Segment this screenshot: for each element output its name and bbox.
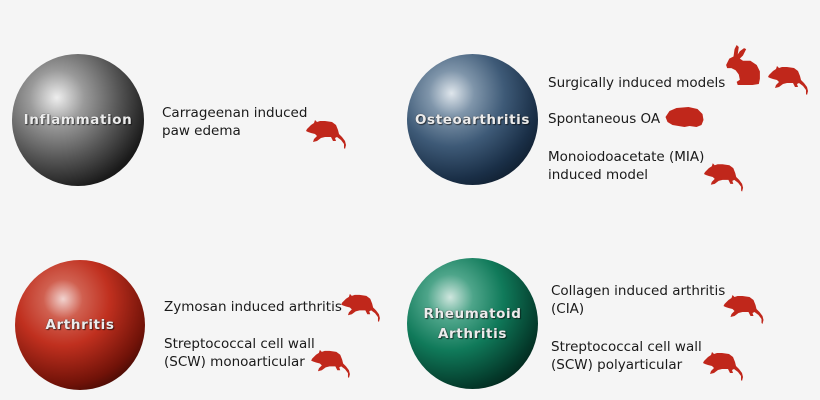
model-line-1: Spontaneous OA xyxy=(548,111,661,127)
model-line-1: Surgically induced models xyxy=(548,75,726,91)
model-zymosan: Zymosan induced arthritis xyxy=(164,298,342,316)
sphere-osteoarthritis: Osteoarthritis xyxy=(407,54,538,185)
sphere-label: Osteoarthritis xyxy=(414,111,531,128)
model-line-2: paw edema xyxy=(162,123,241,139)
sphere-inflammation: Inflammation xyxy=(12,54,144,186)
model-line-1: Streptococcal cell wall xyxy=(164,336,315,352)
rat-icon xyxy=(703,160,746,192)
sphere-arthritis: Arthritis xyxy=(15,260,145,390)
model-mia: Monoiodoacetate (MIA) induced model xyxy=(548,148,704,184)
guinea-pig-icon xyxy=(664,106,705,128)
sphere-label: Inflammation xyxy=(23,112,133,128)
model-carrageenan: Carrageenan induced paw edema xyxy=(162,104,307,140)
model-line-1: Zymosan induced arthritis xyxy=(164,299,342,315)
model-line-2: induced model xyxy=(548,167,649,183)
sphere-label: Rheumatoid Arthritis xyxy=(423,305,522,342)
sphere-rheumatoid-arthritis: Rheumatoid Arthritis xyxy=(407,258,538,389)
model-line-2: (CIA) xyxy=(551,301,585,317)
model-line-2: (SCW) polyarticular xyxy=(551,357,683,373)
sphere-label: Arthritis xyxy=(45,317,115,333)
rat-icon xyxy=(702,349,746,381)
model-scw-polyarticular: Streptococcal cell wall (SCW) polyarticu… xyxy=(551,338,702,374)
rat-icon xyxy=(722,292,767,324)
model-cia: Collagen induced arthritis (CIA) xyxy=(551,282,725,318)
rat-icon xyxy=(305,117,349,149)
model-line-1: Carrageenan induced xyxy=(162,105,308,121)
model-line-1: Streptococcal cell wall xyxy=(551,339,702,355)
rat-icon xyxy=(340,291,383,322)
model-line-1: Collagen induced arthritis xyxy=(551,283,726,299)
model-line-1: Monoiodoacetate (MIA) xyxy=(548,149,705,165)
model-surgical: Surgically induced models xyxy=(548,74,725,92)
model-line-2: (SCW) monoarticular xyxy=(164,354,305,370)
rat-icon xyxy=(767,63,811,95)
rabbit-icon xyxy=(724,41,762,89)
model-spontaneous-oa: Spontaneous OA xyxy=(548,110,660,128)
model-scw-monoarticular: Streptococcal cell wall (SCW) monoarticu… xyxy=(164,335,315,371)
rat-icon xyxy=(310,347,353,378)
